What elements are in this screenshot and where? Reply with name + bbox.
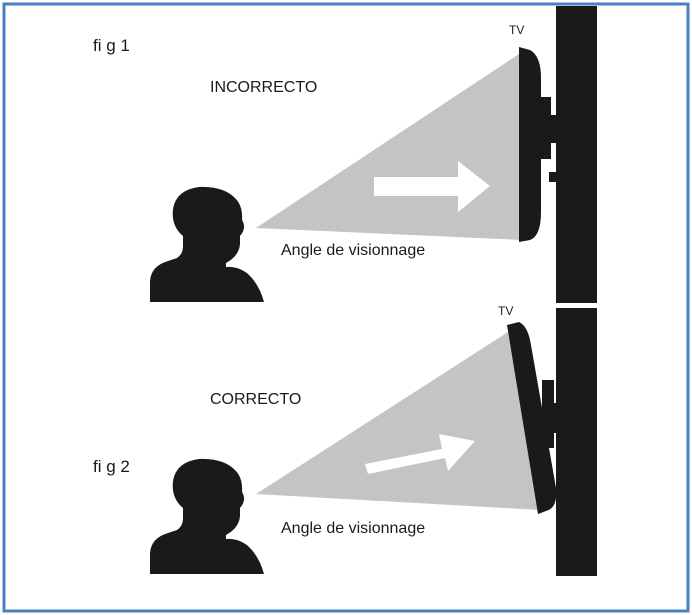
viewer-silhouette-1 bbox=[150, 186, 264, 302]
tv-2 bbox=[507, 322, 557, 514]
figure-1-label: fi g 1 bbox=[93, 36, 130, 55]
viewing-cone-2 bbox=[256, 332, 541, 510]
correct-verdict-label: CORRECTO bbox=[210, 391, 302, 408]
incorrect-verdict-label: INCORRECTO bbox=[210, 79, 318, 96]
tv-1 bbox=[519, 47, 557, 242]
viewing-angle-1-label: Angle de visionnage bbox=[281, 242, 426, 259]
direction-arrow-2 bbox=[365, 434, 475, 474]
tv-2-label: TV bbox=[498, 304, 514, 318]
viewer-silhouette-2 bbox=[150, 458, 264, 574]
viewing-angle-2-label: Angle de visionnage bbox=[281, 520, 426, 537]
figure-2-label: fi g 2 bbox=[93, 457, 130, 476]
tv-1-label: TV bbox=[509, 23, 525, 37]
wall-upper bbox=[556, 6, 597, 303]
wall-lower bbox=[556, 308, 597, 576]
direction-arrow-1 bbox=[374, 161, 490, 212]
